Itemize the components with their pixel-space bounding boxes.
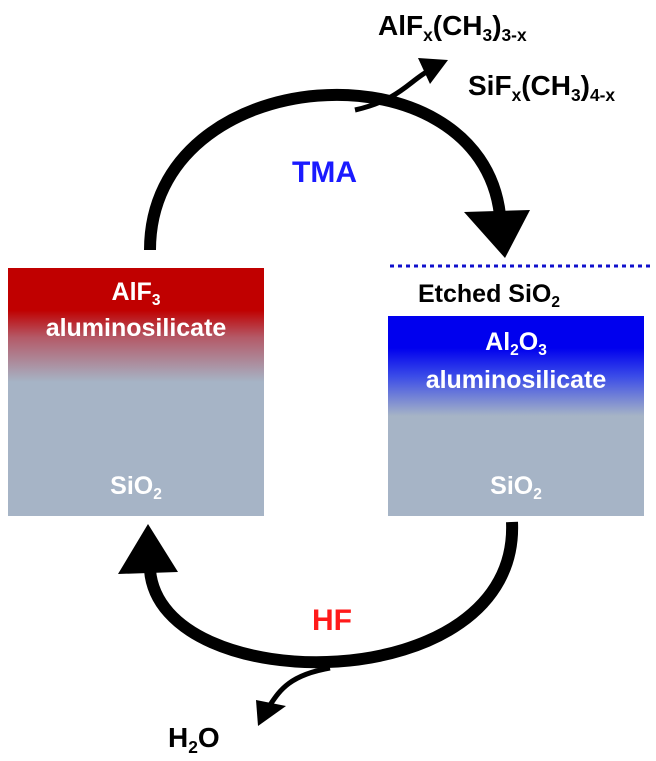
alf-close: ) bbox=[492, 10, 502, 41]
sif-sub-4x: 4-x bbox=[589, 84, 616, 105]
sif-ch: (CH bbox=[521, 70, 571, 101]
al2o3-stack: Al2O3 aluminosilicate SiO2 bbox=[388, 316, 644, 516]
alf3-stack: AlF3 aluminosilicate SiO2 bbox=[8, 268, 264, 516]
al2o3-sub1: 2 bbox=[510, 341, 519, 359]
product-arrowhead bbox=[418, 58, 448, 84]
tma-arc-arrow bbox=[144, 89, 506, 251]
hf-label: HF bbox=[312, 604, 352, 637]
right-sio2-base: SiO bbox=[490, 472, 534, 500]
right-aluminosilicate-label: aluminosilicate bbox=[425, 366, 607, 394]
alf-sub-3: 3 bbox=[482, 24, 493, 45]
left-aluminosilicate-label: aluminosilicate bbox=[45, 314, 227, 342]
alf-base: AlF bbox=[378, 10, 424, 41]
tma-arrowhead bbox=[464, 210, 530, 258]
etched-sub: 2 bbox=[551, 293, 560, 311]
alf-product-label: AlFx(CH3)3-x bbox=[378, 10, 527, 44]
alf-sub-3x: 3-x bbox=[501, 24, 527, 45]
left-sio2-base: SiO bbox=[110, 472, 154, 500]
al2o3-sub2: 3 bbox=[538, 341, 547, 359]
water-sub: 2 bbox=[188, 736, 198, 757]
sif-close: ) bbox=[580, 70, 590, 101]
sif-product-label: SiFx(CH3)4-x bbox=[468, 70, 615, 104]
alf-sub-x: x bbox=[423, 24, 433, 45]
right-sio2-sub: 2 bbox=[533, 485, 542, 503]
sif-sub-3: 3 bbox=[570, 84, 581, 105]
alf3-label: AlF3 bbox=[8, 278, 264, 309]
water-label: H2O bbox=[168, 722, 220, 756]
al2o3-label: Al2O3 bbox=[388, 328, 644, 359]
left-sio2-label: SiO2 bbox=[8, 472, 264, 503]
al2o3-o: O bbox=[518, 328, 539, 356]
hf-arc-arrow bbox=[144, 521, 519, 669]
alf-ch: (CH bbox=[432, 10, 483, 41]
hf-arrowhead bbox=[118, 524, 178, 574]
product-branch-arrow bbox=[354, 67, 432, 113]
water-h: H bbox=[168, 722, 189, 753]
tma-label: TMA bbox=[292, 156, 357, 189]
water-arrowhead bbox=[256, 700, 286, 726]
alf3-sub: 3 bbox=[151, 291, 161, 309]
al2o3-al: Al bbox=[485, 328, 511, 356]
sif-base: SiF bbox=[468, 70, 512, 101]
etched-base: Etched SiO bbox=[418, 280, 552, 308]
sif-sub-x: x bbox=[511, 84, 522, 105]
etched-sio2-label: Etched SiO2 bbox=[418, 280, 560, 311]
water-o: O bbox=[197, 722, 220, 753]
right-sio2-label: SiO2 bbox=[388, 472, 644, 503]
alf3-base: AlF bbox=[111, 278, 152, 306]
left-sio2-sub: 2 bbox=[153, 485, 162, 503]
water-branch-arrow bbox=[267, 665, 331, 707]
